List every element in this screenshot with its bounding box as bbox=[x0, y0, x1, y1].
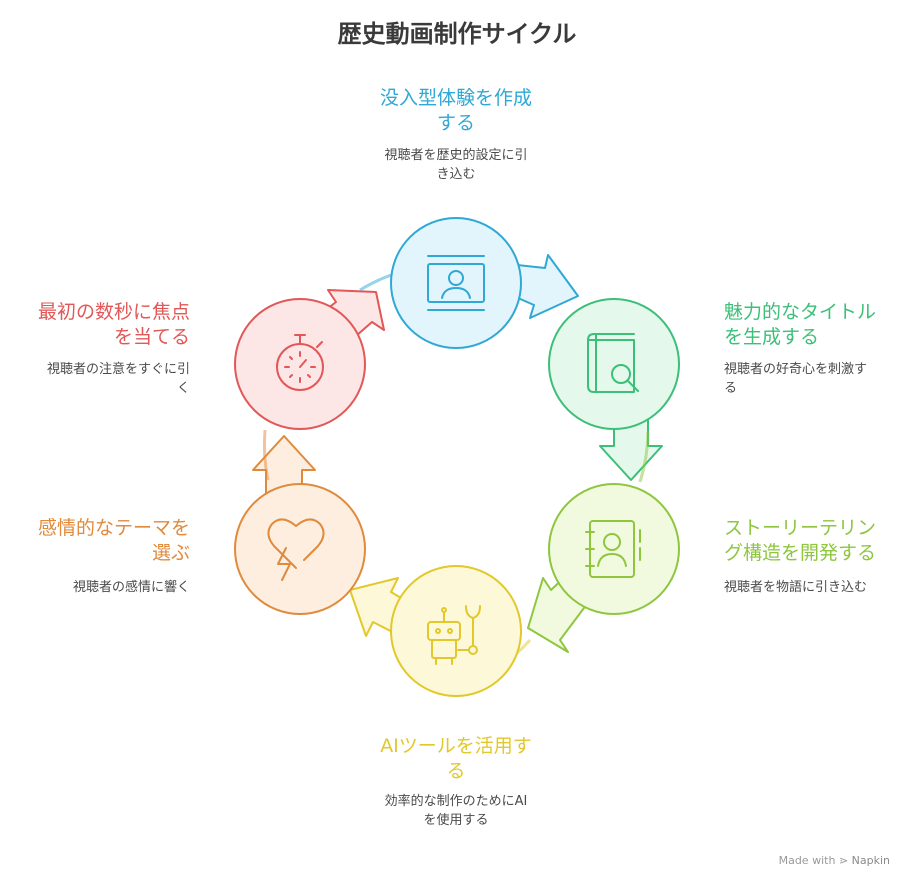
heart-bolt-icon bbox=[267, 518, 325, 581]
robot-wrench-icon bbox=[427, 605, 481, 665]
step-3-label: ストーリーテリン グ構造を開発する bbox=[724, 517, 877, 564]
step-4-label: AIツールを活用す る bbox=[380, 735, 532, 782]
step-circle-4 bbox=[390, 565, 522, 697]
footer-brand: Napkin bbox=[851, 854, 890, 867]
step-4-desc: 効率的な制作のためにAI を使用する bbox=[384, 794, 528, 828]
page-title: 歴史動画制作サイクル bbox=[337, 20, 577, 48]
step-5-desc: 視聴者の感情に響く bbox=[72, 580, 190, 595]
step-6-label: 最初の数秒に焦点 を当てる bbox=[37, 301, 190, 348]
stopwatch-icon bbox=[276, 334, 324, 391]
step-1-desc: 視聴者を歴史的設定に引 き込む bbox=[384, 148, 528, 182]
step-circle-6 bbox=[234, 298, 366, 430]
step-6-desc: 視聴者の注意をすぐに引 く bbox=[46, 362, 190, 396]
step-1-label-line2: する bbox=[436, 112, 475, 134]
footer-made-with: Made with bbox=[778, 854, 836, 867]
step-1-label: 没入型体験を作成 する bbox=[306, 86, 606, 136]
step-1-label-line1: 没入型体験を作成 bbox=[379, 87, 532, 109]
step-circle-2 bbox=[548, 298, 680, 430]
step-2-desc: 視聴者の好奇心を刺激す る bbox=[724, 362, 868, 396]
step-circle-5 bbox=[234, 483, 366, 615]
step-2-label: 魅力的なタイトル を生成する bbox=[724, 301, 877, 348]
napkin-logo-icon: ⋗ bbox=[838, 854, 849, 867]
step-5-label: 感情的なテーマを 選ぶ bbox=[37, 517, 190, 564]
made-with-napkin[interactable]: Made with ⋗ Napkin bbox=[779, 854, 890, 867]
step-circle-1 bbox=[390, 217, 522, 349]
book-search-icon bbox=[587, 333, 639, 393]
step-3-desc: 視聴者を物語に引き込む bbox=[724, 580, 868, 595]
contact-book-icon bbox=[585, 520, 641, 578]
video-user-icon bbox=[427, 255, 485, 311]
